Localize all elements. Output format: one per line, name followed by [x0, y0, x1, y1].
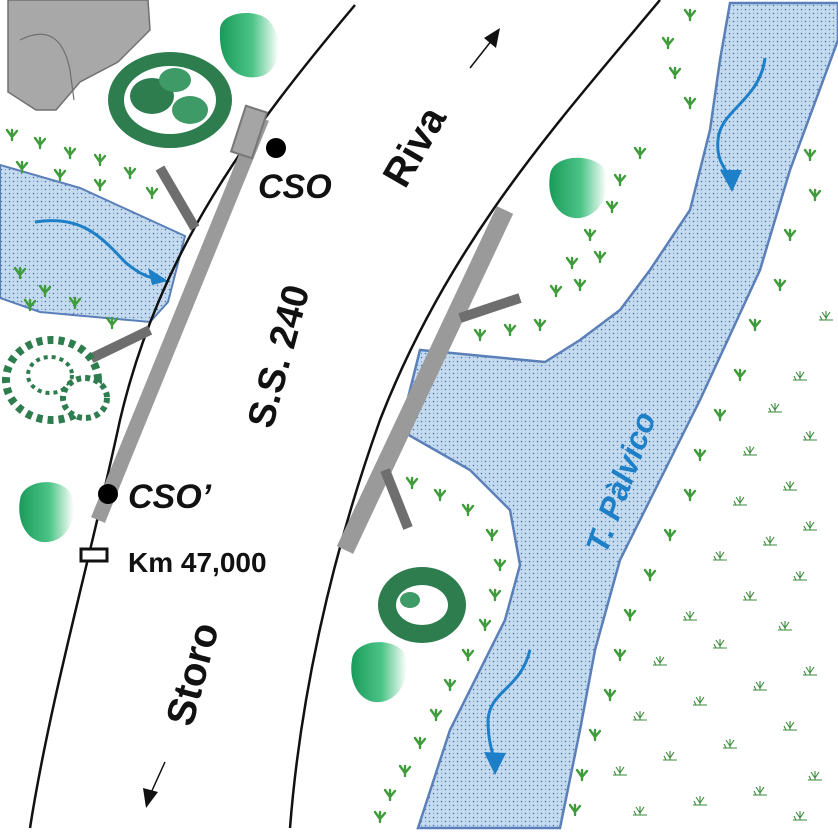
rock-icon	[7, 0, 151, 111]
curved-arrow-icon	[34, 219, 163, 282]
station-upper-label: CSO	[258, 168, 332, 206]
bridge-right	[336, 206, 522, 554]
tree-icon	[2, 336, 110, 424]
bush-icon	[351, 642, 407, 703]
km-marker-label: Km 47,000	[128, 547, 267, 578]
bush-icon	[219, 12, 279, 78]
bridge-left	[85, 104, 269, 523]
curved-arrow-icon	[484, 752, 506, 775]
curved-arrow-icon	[486, 649, 532, 761]
tree-icon	[378, 567, 466, 643]
station-lower-label: CSO’	[128, 478, 212, 516]
bush-icon	[549, 157, 607, 219]
direction-south-label: Storo	[158, 618, 228, 730]
road-edge-east	[288, 0, 661, 829]
curved-arrow-icon	[716, 57, 767, 179]
river-palvico	[398, 1, 838, 830]
curved-arrow-icon	[720, 170, 742, 192]
curved-arrow-icon	[148, 268, 168, 285]
arrow-icon	[143, 761, 166, 808]
side-stream	[0, 163, 187, 324]
direction-north-label: Riva	[375, 99, 456, 195]
point-icon	[98, 484, 118, 504]
arrow-icon	[469, 28, 500, 69]
bush-icon	[19, 482, 74, 543]
tree-icon	[108, 52, 232, 148]
road-name-label: S.S. 240	[240, 281, 318, 433]
marker-icon	[79, 547, 109, 563]
point-icon	[266, 138, 286, 158]
